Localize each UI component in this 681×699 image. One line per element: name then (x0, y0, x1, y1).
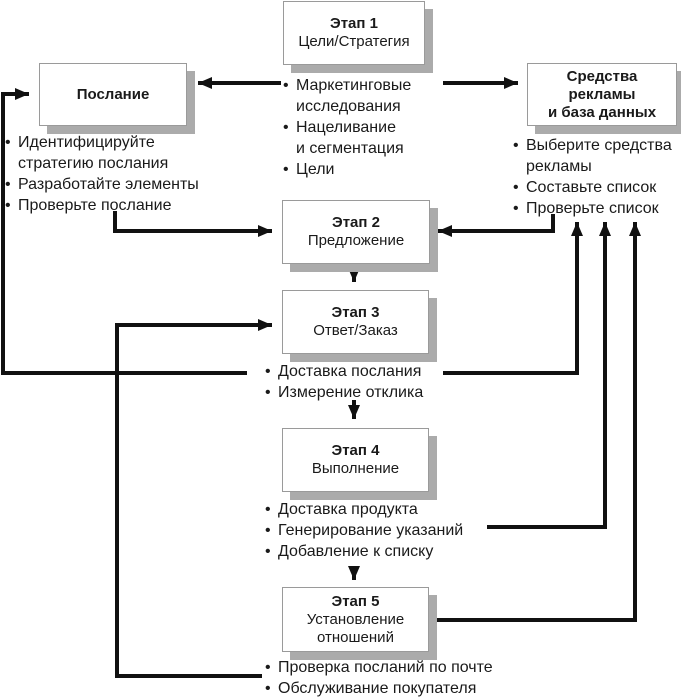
stage4-notes-list: • Доставка продукта • Генерирование указани… (265, 499, 490, 562)
bullet-icon: • (5, 197, 11, 214)
bullet-text: Доставка послания (278, 363, 422, 380)
bullet-text: Доставка продукта (278, 501, 418, 518)
stage2-box: Этап 2 Предложение (282, 200, 430, 264)
arrow-stage5notes-to-stage3 (115, 319, 272, 678)
bullet-icon: • (283, 161, 289, 178)
stage1-box: Этап 1 Цели/Стратегия (283, 1, 425, 65)
bullet-text: Разработайте элементы (18, 176, 199, 193)
bullet-text: Идентифицируйте стратегию послания (18, 134, 169, 172)
bullet-icon: • (265, 659, 271, 676)
bullet-item: • Обслуживание покупателя (265, 678, 515, 699)
stage5-subtitle: Установление отношений (306, 610, 405, 646)
bullet-item: • Проверьте послание (5, 195, 245, 216)
stage1-title: Этап 1 (330, 15, 378, 32)
bullet-text: Выберите средства рекламы (526, 137, 672, 175)
bullet-icon: • (265, 501, 271, 518)
bullet-item: • Добавление к списку (265, 541, 490, 562)
stage3-notes-list: • Доставка послания • Измерение отклика (265, 361, 465, 403)
bullet-item: • Разработайте элементы (5, 174, 245, 195)
stage3-subtitle: Ответ/Заказ (313, 322, 398, 339)
stage4-subtitle: Выполнение (311, 460, 400, 477)
stage4-title: Этап 4 (331, 442, 380, 459)
arrow-message-to-stage2 (113, 211, 272, 237)
bullet-text: Маркетинговые исследования (296, 77, 412, 115)
media-notes-list: • Выберите средства рекламы • Составьте спи… (513, 135, 681, 219)
stage5-box: Этап 5 Установление отношений (282, 587, 429, 652)
arrow-stage5-to-media (429, 222, 641, 622)
arrow-stage3notes-to-message (1, 88, 247, 375)
bullet-icon: • (283, 77, 289, 94)
bullet-text: Добавление к списку (278, 543, 434, 560)
bullet-item: • Составьте список (513, 177, 681, 198)
bullet-icon: • (265, 543, 271, 560)
bullet-text: Проверьте список (526, 200, 659, 217)
stage1-notes-list: • Маркетинговые исследования • Нацеливание … (283, 75, 453, 180)
stage4-box: Этап 4 Выполнение (282, 428, 429, 492)
bullet-text: Нацеливание и сегментация (296, 119, 404, 157)
bullet-text: Проверка посланий по почте (278, 659, 493, 676)
bullet-item: • Доставка послания (265, 361, 465, 382)
bullet-text: Цели (296, 161, 335, 178)
bullet-item: • Проверка посланий по почте (265, 657, 515, 678)
bullet-item: • Цели (283, 159, 453, 180)
bullet-text: Проверьте послание (18, 197, 172, 214)
arrow-stage3notes-to-media (443, 222, 583, 375)
bullet-item: • Генерирование указаний (265, 520, 490, 541)
bullet-item: • Проверьте список (513, 198, 681, 219)
media-box: Средства рекламы и база данных (527, 63, 677, 126)
bullet-item: • Выберите средства рекламы (513, 135, 681, 177)
bullet-text: Генерирование указаний (278, 522, 464, 539)
bullet-icon: • (283, 119, 289, 136)
bullet-icon: • (265, 522, 271, 539)
stage2-title: Этап 2 (332, 214, 380, 231)
message-box: Послание (39, 63, 187, 126)
bullet-text: Измерение отклика (278, 384, 424, 401)
bullet-icon: • (5, 176, 11, 193)
stage5-title: Этап 5 (331, 592, 380, 610)
arrow-media-to-stage2 (438, 214, 555, 237)
message-title: Послание (76, 85, 150, 103)
message-notes-list: • Идентифицируйте стратегию послания • Разр… (5, 132, 245, 216)
bullet-icon: • (265, 384, 271, 401)
bullet-icon: • (513, 200, 519, 217)
bullet-item: • Измерение отклика (265, 382, 465, 403)
stage3-title: Этап 3 (331, 304, 380, 321)
bullet-item: • Нацеливание и сегментация (283, 117, 453, 159)
bullet-icon: • (265, 680, 271, 697)
bullet-icon: • (5, 134, 11, 151)
bullet-item: • Идентифицируйте стратегию послания (5, 132, 245, 174)
stage3-box: Этап 3 Ответ/Заказ (282, 290, 429, 354)
bullet-text: Составьте список (526, 179, 657, 196)
stage5-notes-list: • Проверка посланий по почте • Обслуживание… (265, 657, 515, 699)
bullet-icon: • (513, 137, 519, 154)
bullet-icon: • (513, 179, 519, 196)
media-title: Средства рекламы и база данных (547, 67, 657, 121)
bullet-icon: • (265, 363, 271, 380)
stage2-subtitle: Предложение (307, 232, 405, 249)
bullet-item: • Маркетинговые исследования (283, 75, 453, 117)
arrow-stage4notes-to-media (487, 222, 611, 529)
bullet-text: Обслуживание покупателя (278, 680, 477, 697)
bullet-item: • Доставка продукта (265, 499, 490, 520)
stage1-subtitle: Цели/Стратегия (298, 33, 410, 50)
